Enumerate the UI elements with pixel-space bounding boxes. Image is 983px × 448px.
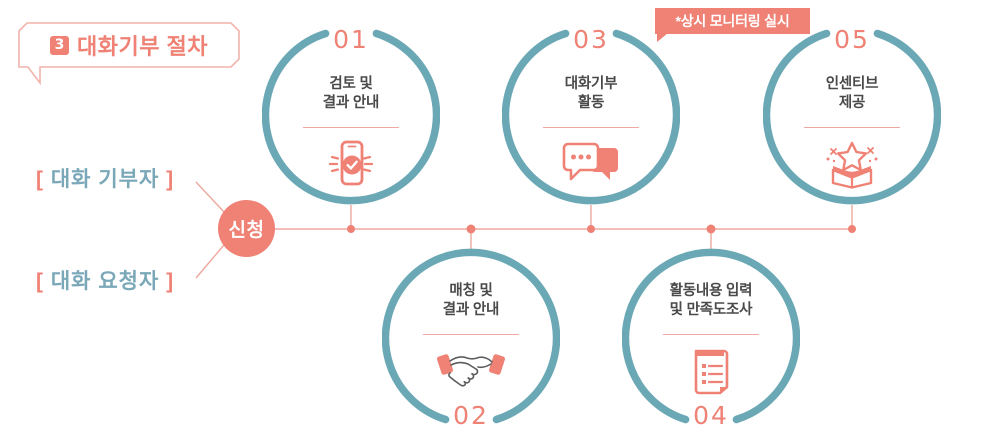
monitoring-badge-text: *상시 모니터링 실시 (675, 13, 790, 29)
checklist-document-icon (684, 345, 738, 397)
step-divider (423, 333, 519, 335)
step-label-line1: 인센티브 (825, 76, 879, 92)
handshake-icon (436, 345, 506, 389)
step-label-04: 활동내용 입력 및 만족도조사 (670, 282, 753, 321)
step-circle-01: 01 검토 및 결과 안내 (262, 25, 440, 205)
apply-node: 신청 (218, 200, 275, 257)
page-title: 대화기부 절차 (76, 34, 209, 59)
role-label-donor: [ 대화 기부자 ] (36, 163, 174, 193)
title-badge-number: 3 (49, 35, 69, 55)
chat-bubbles-icon (560, 140, 622, 186)
title-bubble-outline (18, 22, 240, 86)
step-divider (543, 126, 639, 128)
step-label-line1: 매칭 및 (449, 283, 493, 299)
step-label-01: 검토 및 결과 안내 (322, 75, 380, 114)
step-number-01: 01 (333, 25, 369, 54)
bracket-open: [ (36, 270, 44, 293)
phone-check-icon (319, 140, 383, 186)
step-divider (303, 126, 399, 128)
step-label-line2: 및 만족도조사 (669, 302, 753, 319)
step-label-line1: 대화기부 (564, 76, 618, 92)
step-label-line2: 제공 (838, 95, 866, 112)
step-label-05: 인센티브 제공 (826, 75, 879, 114)
step-label-line1: 활동내용 입력 (669, 283, 753, 299)
step-divider (804, 126, 900, 128)
role-donor-text: 대화 기부자 (50, 168, 160, 191)
step-ring (763, 29, 941, 205)
monitoring-badge-tail (657, 33, 668, 42)
step-label-line2: 활동 (577, 95, 605, 112)
monitoring-badge-box: *상시 모니터링 실시 (655, 8, 810, 34)
step-circle-03: 03 대화기부 활동 (502, 25, 680, 205)
step-ring (262, 29, 440, 205)
gift-box-star-icon (820, 140, 884, 190)
role-requester-text: 대화 요청자 (50, 270, 160, 293)
section-title-bubble: 3 대화기부 절차 (18, 22, 240, 86)
step-number-04: 04 (693, 401, 729, 430)
step-divider (663, 333, 759, 335)
step-ring (622, 248, 800, 424)
monitoring-badge: *상시 모니터링 실시 (655, 8, 810, 42)
bracket-open: [ (36, 168, 44, 191)
step-label-02: 매칭 및 결과 안내 (442, 282, 500, 321)
step-circle-05: 05 인센티브 제공 (763, 25, 941, 205)
step-ring (382, 248, 560, 424)
step-label-line1: 검토 및 (329, 76, 373, 92)
step-number-05: 05 (834, 25, 870, 54)
step-circle-02: 02 매칭 및 결과 안내 (382, 248, 560, 430)
bracket-close: ] (166, 168, 175, 191)
step-label-line2: 결과 안내 (442, 302, 500, 319)
step-number-03: 03 (573, 25, 609, 54)
role-label-requester: [ 대화 요청자 ] (36, 265, 174, 295)
step-label-03: 대화기부 활동 (565, 75, 618, 114)
step-label-line2: 결과 안내 (322, 95, 380, 112)
apply-node-label: 신청 (228, 220, 265, 241)
bracket-close: ] (166, 270, 175, 293)
step-ring (502, 29, 680, 205)
step-circle-04: 04 활동내용 입력 및 만족도조사 (622, 248, 800, 430)
step-number-02: 02 (453, 401, 489, 430)
